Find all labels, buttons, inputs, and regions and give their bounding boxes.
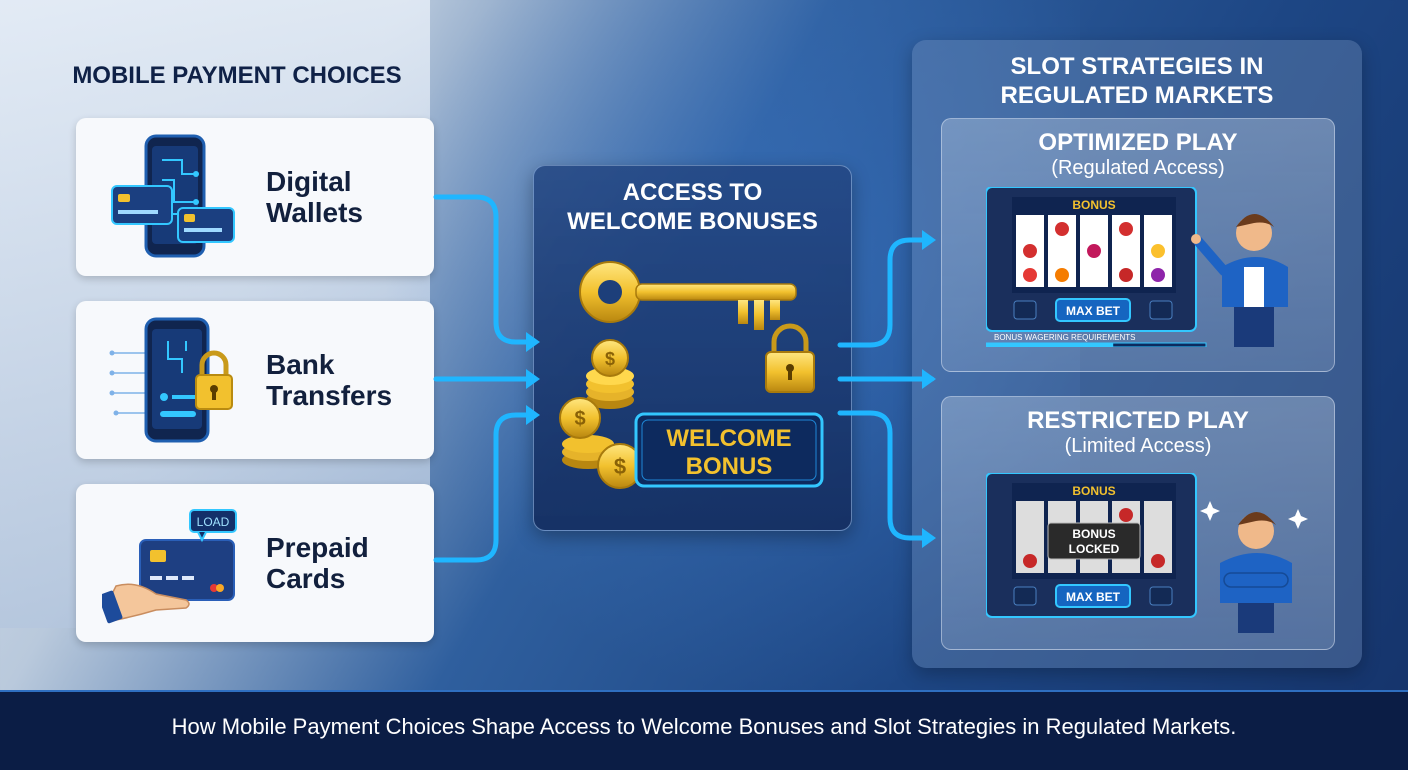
padlock-icon xyxy=(765,323,815,393)
svg-text:$: $ xyxy=(574,408,585,430)
title-line2: WELCOME BONUSES xyxy=(567,208,818,235)
optimized-play-subtitle: (Regulated Access) xyxy=(1051,157,1225,179)
slot-strategies-title: SLOT STRATEGIES IN REGULATED MARKETS xyxy=(912,52,1362,110)
restricted-play-title: RESTRICTED PLAY xyxy=(1027,407,1249,434)
svg-text:$: $ xyxy=(614,454,626,479)
slot-machine-restricted: BONUS BONUS LOCKED MAX BET xyxy=(986,473,1308,633)
title-line1: ACCESS TO xyxy=(622,179,763,206)
svg-text:LOCKED: LOCKED xyxy=(1069,542,1120,556)
payment-choices-title: MOBILE PAYMENT CHOICES xyxy=(72,62,402,89)
optimized-play-card: OPTIMIZED PLAY (Regulated Access) BONUS … xyxy=(941,118,1335,372)
footer-caption: How Mobile Payment Choices Shape Access … xyxy=(171,714,1237,739)
svg-text:WELCOME: WELCOME xyxy=(666,425,791,452)
bonus-locked-overlay: BONUS LOCKED xyxy=(1047,522,1141,560)
card-digital-wallets: Digital Wallets xyxy=(76,118,434,276)
card-label-line2: Cards xyxy=(266,563,346,594)
slot-machine-optimized: BONUS MAX BET BONUS WAGERING REQUIREMENT… xyxy=(986,187,1288,347)
load-badge: LOAD xyxy=(189,509,237,543)
restricted-play-card: RESTRICTED PLAY (Limited Access) BONUS B… xyxy=(941,396,1335,650)
progress-label: BONUS WAGERING REQUIREMENTS xyxy=(994,333,1136,342)
svg-text:MAX BET: MAX BET xyxy=(1066,590,1121,604)
welcome-bonus-badge: WELCOME BONUS xyxy=(634,412,824,488)
slot-reels xyxy=(1016,215,1172,287)
title-line2: REGULATED MARKETS xyxy=(1000,82,1274,109)
coin-stack-icon: $ $ $ xyxy=(559,339,643,489)
svg-text:BONUS: BONUS xyxy=(1072,527,1115,541)
wagering-progress-bar xyxy=(986,342,1207,347)
card-label-line1: Bank xyxy=(266,349,335,380)
welcome-bonus-panel: ACCESS TO WELCOME BONUSES xyxy=(533,165,852,531)
card-label-line1: Prepaid xyxy=(266,532,369,563)
svg-text:MAX BET: MAX BET xyxy=(1066,304,1121,318)
phone-lock-icon xyxy=(109,317,233,443)
hand-card-icon: LOAD xyxy=(102,509,237,624)
sparkle-icon xyxy=(1288,509,1308,529)
card-label-line1: Digital xyxy=(266,166,352,197)
card-label-line2: Transfers xyxy=(266,380,393,411)
card-bank-transfers: Bank Transfers xyxy=(76,301,434,459)
svg-text:BONUS: BONUS xyxy=(1072,198,1115,212)
card-label-line2: Wallets xyxy=(266,197,363,228)
phone-wallet-icon xyxy=(111,134,235,258)
svg-text:BONUS: BONUS xyxy=(686,453,773,480)
man-arms-crossed-figure xyxy=(1200,501,1308,633)
key-coins-illustration: $ $ $ WELCOME BONUS xyxy=(559,261,824,489)
footer-bar: How Mobile Payment Choices Shape Access … xyxy=(0,690,1408,770)
svg-text:$: $ xyxy=(605,349,615,369)
sparkle-icon xyxy=(1200,501,1220,521)
restricted-play-subtitle: (Limited Access) xyxy=(1064,435,1212,457)
man-pointing-figure xyxy=(1191,214,1288,347)
title-line1: SLOT STRATEGIES IN xyxy=(1010,53,1264,80)
welcome-bonus-title: ACCESS TO WELCOME BONUSES xyxy=(534,178,851,236)
key-icon xyxy=(579,261,797,330)
svg-text:BONUS: BONUS xyxy=(1072,484,1115,498)
card-prepaid-cards: LOAD Prepaid Cards xyxy=(76,484,434,642)
optimized-play-title: OPTIMIZED PLAY xyxy=(1038,129,1238,156)
svg-text:LOAD: LOAD xyxy=(197,515,230,529)
